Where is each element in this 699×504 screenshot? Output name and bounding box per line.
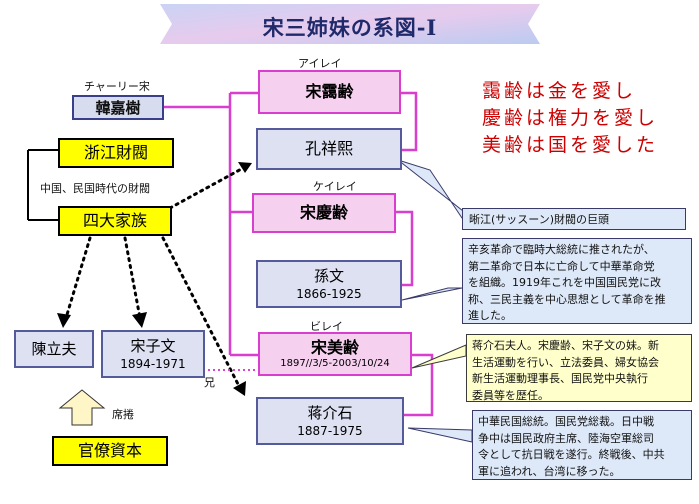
note-line: 争中は国民政府主席、陸海空軍総司 xyxy=(478,431,654,445)
sisters-quote: 靄齢は金を愛し 慶齢は権力を愛し 美齢は国を愛した xyxy=(482,78,692,159)
qingling-reading: ケイレイ xyxy=(313,180,357,193)
note-line: 生活運動を行い、立法委員、婦女協会 xyxy=(472,355,659,369)
note-line: 委員等を歴任。 xyxy=(472,388,549,402)
meiling-box: 宋美齢 1897//3/5-2003/10/24 xyxy=(258,332,412,376)
note-line: 第二革命で日本に亡命して中華革命党 xyxy=(468,259,655,273)
quote-line: 美齢は国を愛した xyxy=(482,134,659,156)
soong-tv-box: 宋子文 1894-1971 xyxy=(101,330,205,378)
meiling-years: 1897//3/5-2003/10/24 xyxy=(280,358,390,370)
note-line: 令として抗日戦を遂行。終戦後、中共 xyxy=(478,448,665,461)
bureaucratic-capital-box: 官僚資本 xyxy=(52,436,168,466)
meiling-note: 蒋介石夫人。宋慶齢、宋子文の妹。新 生活運動を行い、立法委員、婦女協会 新生活運… xyxy=(466,334,692,402)
soong-tv-name: 宋子文 xyxy=(130,336,176,355)
note-line: 辛亥革命で臨時大総統に推されたが、 xyxy=(468,243,655,256)
page-title: 宋三姉妹の系図-Ⅰ xyxy=(262,15,438,40)
meiling-name: 宋美齢 xyxy=(310,337,359,357)
sunwen-note: 辛亥革命で臨時大総統に推されたが、 第二革命で日本に亡命して中華革命党 を組織。… xyxy=(462,238,692,324)
charlie-name-box: 韓嘉樹 xyxy=(72,95,164,120)
era-note: 中国、民国時代の財閥 xyxy=(40,182,150,195)
note-line: 進した。 xyxy=(468,309,512,322)
sunwen-box: 孫文 1866-1925 xyxy=(256,260,402,308)
ailing-reading: アイレイ xyxy=(298,57,342,70)
note-line: を組織。1919年これを中国国民党に改 xyxy=(468,276,661,289)
note-line: 中華民国総統。国民党総裁。日中戦 xyxy=(478,415,654,428)
quote-line: 慶齢は権力を愛し xyxy=(482,107,659,129)
kong-note: 晰江(サッスーン)財閥の巨頭 xyxy=(462,208,686,230)
note-line: 新生活運動理事長、国民党中央執行 xyxy=(472,372,648,385)
chiang-box: 蒋介石 1887-1975 xyxy=(256,397,404,445)
meiling-reading: ビレイ xyxy=(310,320,343,333)
kong-box: 孔祥熙 xyxy=(256,128,402,170)
quote-line: 靄齢は金を愛し xyxy=(482,80,637,102)
chen-lifu-box: 陳立夫 xyxy=(14,330,94,368)
note-line: 蒋介石夫人。宋慶齢、宋子文の妹。新 xyxy=(472,339,659,352)
charlie-label: チャーリー宋 xyxy=(84,80,150,93)
sunwen-years: 1866-1925 xyxy=(296,286,362,301)
brother-label: 兄 xyxy=(204,376,215,389)
qingling-box: 宋慶齢 xyxy=(252,193,396,233)
note-line: 軍に追われ、台湾に移った。 xyxy=(478,464,621,478)
zhejiang-box: 浙江財閥 xyxy=(58,138,174,168)
seat-label: 席捲 xyxy=(112,408,134,421)
sunwen-name: 孫文 xyxy=(313,266,344,285)
chiang-name: 蒋介石 xyxy=(307,403,353,422)
chiang-years: 1887-1975 xyxy=(297,423,363,438)
soong-tv-years: 1894-1971 xyxy=(120,356,186,371)
four-families-box: 四大家族 xyxy=(58,206,172,236)
ailing-box: 宋靄齢 xyxy=(258,70,401,114)
chiang-note: 中華民国総統。国民党総裁。日中戦 争中は国民政府主席、陸海空軍総司 令として抗日… xyxy=(472,410,692,480)
note-line: 称、三民主義を中心思想として革命を推 xyxy=(468,292,666,306)
